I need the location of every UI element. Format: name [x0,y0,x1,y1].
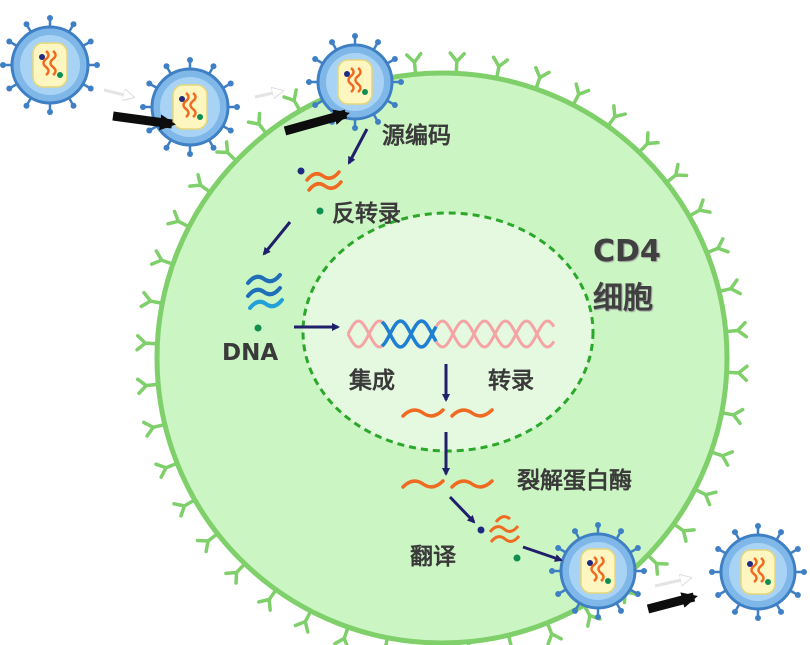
receptor-icon [293,609,313,634]
receptor-icon [135,377,160,395]
label-transcription: 转录 [488,368,534,394]
cytoplasm-rna-icon [401,479,494,489]
nucleus [301,211,595,453]
receptor-icon [705,237,730,255]
arrow-virus-entry [283,109,350,136]
receptor-icon [405,51,423,76]
receptor-icon [693,487,718,507]
receptor-icon [534,65,551,91]
arrow-translation [448,495,476,524]
label-cell: 细胞 [593,281,653,316]
receptor-icon [142,420,167,438]
arrow-virus-approach [112,111,176,131]
receptor-icon [664,162,689,185]
receptor-icon [149,249,175,266]
assembly-rna-icon [477,515,521,562]
receptor-icon [724,321,749,339]
receptor-icon [282,88,302,113]
receptor-icon [571,82,591,107]
process-arrows [262,128,563,562]
label-cell-type: CD4 [593,234,661,269]
arrow-assembly [522,545,563,562]
virus-particles [0,15,807,621]
motion-arrow-3 [654,578,690,588]
virus-particle [0,15,100,115]
receptor-icon [224,562,247,585]
receptor-icon [637,131,660,154]
receptor-icon [448,51,466,76]
label-uncoating: 源编码 [382,123,451,149]
virus-particle [549,522,647,620]
receptor-icon [172,498,197,518]
receptor-icon [491,55,510,81]
receptor-icon [717,278,742,296]
virus-particle [306,33,404,131]
virus-particle [709,523,807,621]
label-reverse-transcription: 反转录 [332,201,401,227]
receptor-icon [724,364,749,382]
label-integration: 集成 [349,368,395,394]
motion-arrow-1 [103,88,133,97]
motion-arrow-2 [254,91,282,97]
receptor-icon [188,173,212,194]
receptor-icon [606,104,627,128]
mrna-icon [401,408,494,418]
arrow-reverse-transcription [262,221,292,256]
host-dna-helix [346,319,556,349]
receptor-icon [672,522,696,543]
receptor-icon [687,198,712,218]
receptor-icon [139,290,165,309]
receptor-icon [215,140,238,163]
cdna-icon [246,273,284,332]
receptor-icon [545,621,563,645]
viral-rna-icon [297,167,343,215]
receptor-icon [135,334,160,352]
receptor-icon [154,461,179,479]
receptor-icon [246,111,269,136]
label-protease: 裂解蛋白酶 [517,468,632,494]
receptor-icon [646,553,669,576]
receptor-icon [333,625,350,645]
receptor-icon [195,531,220,554]
receptor-icon [257,588,278,612]
receptor-icon [719,407,745,426]
label-translation: 翻译 [410,544,456,570]
label-dna: DNA [222,340,279,366]
arrow-virus-release [646,592,698,614]
receptor-icon [709,450,735,467]
arrow-uncoating [347,128,369,165]
receptor-icon [166,209,191,229]
